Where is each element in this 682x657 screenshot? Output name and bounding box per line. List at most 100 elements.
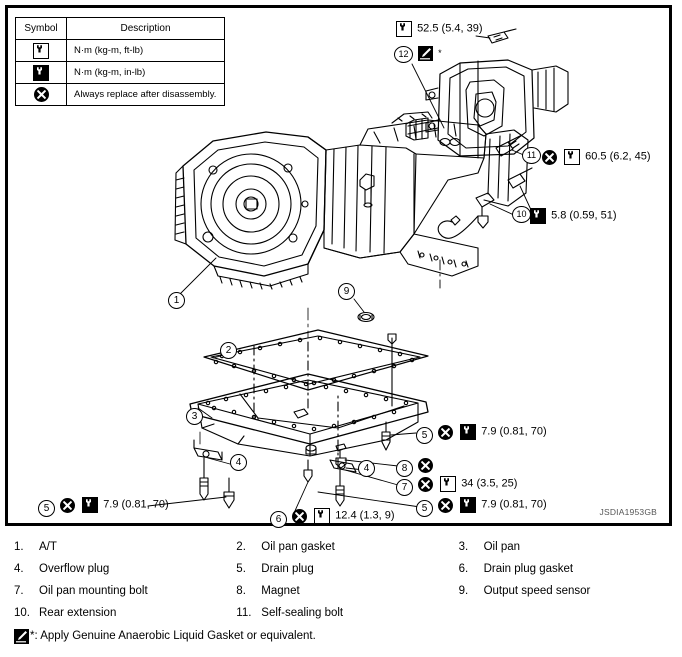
drawing-reference-code: JSDIA1953GB [599,507,657,517]
legend-item-1: 1. A/T [5,536,227,558]
callout-3: 3 [186,408,203,425]
legend-label: Oil pan gasket [261,541,335,553]
legend-number: 4. [14,563,24,575]
torque-value: 34 (3.5, 25) [461,477,518,490]
illustration-frame: Symbol Description N·m (kg-m, ft-lb) [5,5,672,528]
torque-note-12-4: 6 12.4 (1.3, 9) [270,508,395,528]
footnote: *: Apply Genuine Anaerobic Liquid Gasket… [14,628,316,644]
legend-row: 1. A/T 2. Oil pan gasket 3. Oil pan [5,536,672,558]
torque-value: 12.4 (1.3, 9) [335,509,395,522]
callout-8: 8 [396,460,413,477]
legend-item-10: 10. Rear extension [5,602,227,624]
symbol-description: N·m (kg-m, in-lb) [66,61,225,84]
torque-note-12-gasket: * [416,46,442,61]
callout-5-upper: 5 [416,427,433,444]
callout-9: 9 [338,283,355,300]
torque-value: 5.8 (0.59, 51) [551,209,617,222]
legend-item-9: 9. Output speed sensor [450,580,672,602]
legend-number: 11. [236,607,252,619]
legend-number: 9. [458,585,469,597]
legend-label: Self-sealing bolt [261,607,344,619]
always-replace-icon [542,149,557,165]
legend-number: 5. [236,563,246,575]
torque-inlb-icon [82,497,99,514]
legend-number [450,602,484,624]
torque-note-34: 7 34 (3.5, 25) [396,476,518,496]
torque-inlb-icon [33,64,49,81]
legend-label: Oil pan [483,541,521,553]
torque-inlb-icon [460,497,477,514]
torque-ftlb-icon [440,476,457,493]
torque-ftlb-icon [396,21,412,37]
legend-item-5: 5. Drain plug [227,558,449,580]
torque-inlb-icon-cell [15,61,67,84]
torque-value: 52.5 (5.4, 39) [417,22,483,35]
legend-label: Output speed sensor [483,585,591,597]
callout-10: 10 [512,206,531,223]
always-replace-icon-cell [15,83,67,106]
callout-11: 11 [522,147,541,164]
torque-ftlb-icon [33,42,49,59]
legend-number: 1. [14,541,24,553]
symbol-description: Always replace after disassembly. [66,83,225,106]
legend-label [484,602,672,624]
callout-6: 6 [270,511,287,528]
always-replace-icon [438,497,454,513]
torque-note-8-magnet: 8 [396,457,435,477]
callout-4-right: 4 [358,460,375,477]
always-replace-icon [418,457,434,473]
legend-row: 10. Rear extension 11. Self-sealing bolt [5,602,672,624]
always-replace-icon [33,87,49,102]
torque-inlb-icon [530,208,546,224]
callout-5-bottom-left: 5 [38,500,55,517]
liquid-gasket-icon [14,628,29,644]
table-row: Always replace after disassembly. [15,83,225,106]
legend-item-6: 6. Drain plug gasket [450,558,672,580]
liquid-gasket-icon [418,46,433,61]
callout-1: 1 [168,292,185,309]
torque-note-60-5: 60.5 (6.2, 45) [540,149,651,165]
asterisk-marker: * [438,48,442,58]
description-column-header: Description [66,17,225,40]
footnote-text: *: Apply Genuine Anaerobic Liquid Gasket… [30,630,316,642]
legend-number: 2. [236,541,246,553]
torque-inlb-icon [460,424,477,441]
torque-ftlb-icon-cell [15,39,67,62]
always-replace-icon [418,476,434,492]
symbol-column-header: Symbol [15,17,67,40]
callout-5-lower: 5 [416,500,433,517]
legend-label: Overflow plug [39,563,110,575]
parts-legend: 1. A/T 2. Oil pan gasket 3. Oil pan 4. O… [5,536,672,624]
callout-4-left: 4 [230,454,247,471]
torque-value: 7.9 (0.81, 70) [481,425,547,438]
torque-note-5-bottom-left: 5 7.9 (0.81, 70) [38,497,169,517]
legend-item-11: 11. Self-sealing bolt [227,602,449,624]
always-replace-icon [292,508,308,524]
legend-number: 8. [236,585,246,597]
legend-item-2: 2. Oil pan gasket [227,536,449,558]
legend-label: Drain plug gasket [483,563,574,575]
legend-number: 3. [458,541,469,553]
table-row: N·m (kg-m, in-lb) [15,61,225,84]
torque-value: 7.9 (0.81, 70) [481,498,547,511]
legend-label: A/T [39,541,57,553]
legend-label: Drain plug [261,563,314,575]
torque-value: 60.5 (6.2, 45) [585,150,651,163]
exploded-view-drawing [8,8,669,523]
torque-note-52-5: 52.5 (5.4, 39) [394,21,483,37]
legend-item-7: 7. Oil pan mounting bolt [5,580,227,602]
legend-label: Magnet [261,585,300,597]
legend-item-4: 4. Overflow plug [5,558,227,580]
legend-label: Oil pan mounting bolt [39,585,148,597]
legend-item-3: 3. Oil pan [450,536,672,558]
always-replace-icon [438,424,454,440]
symbol-table-header-row: Symbol Description [15,17,225,40]
always-replace-icon [60,497,76,513]
legend-number: 6. [458,563,469,575]
legend-row: 4. Overflow plug 5. Drain plug 6. Drain … [5,558,672,580]
torque-ftlb-icon [314,508,331,525]
legend-item-empty [450,602,672,624]
legend-label: Rear extension [39,607,117,619]
callout-7: 7 [396,479,413,496]
torque-note-5-lower: 5 7.9 (0.81, 70) [416,497,547,517]
